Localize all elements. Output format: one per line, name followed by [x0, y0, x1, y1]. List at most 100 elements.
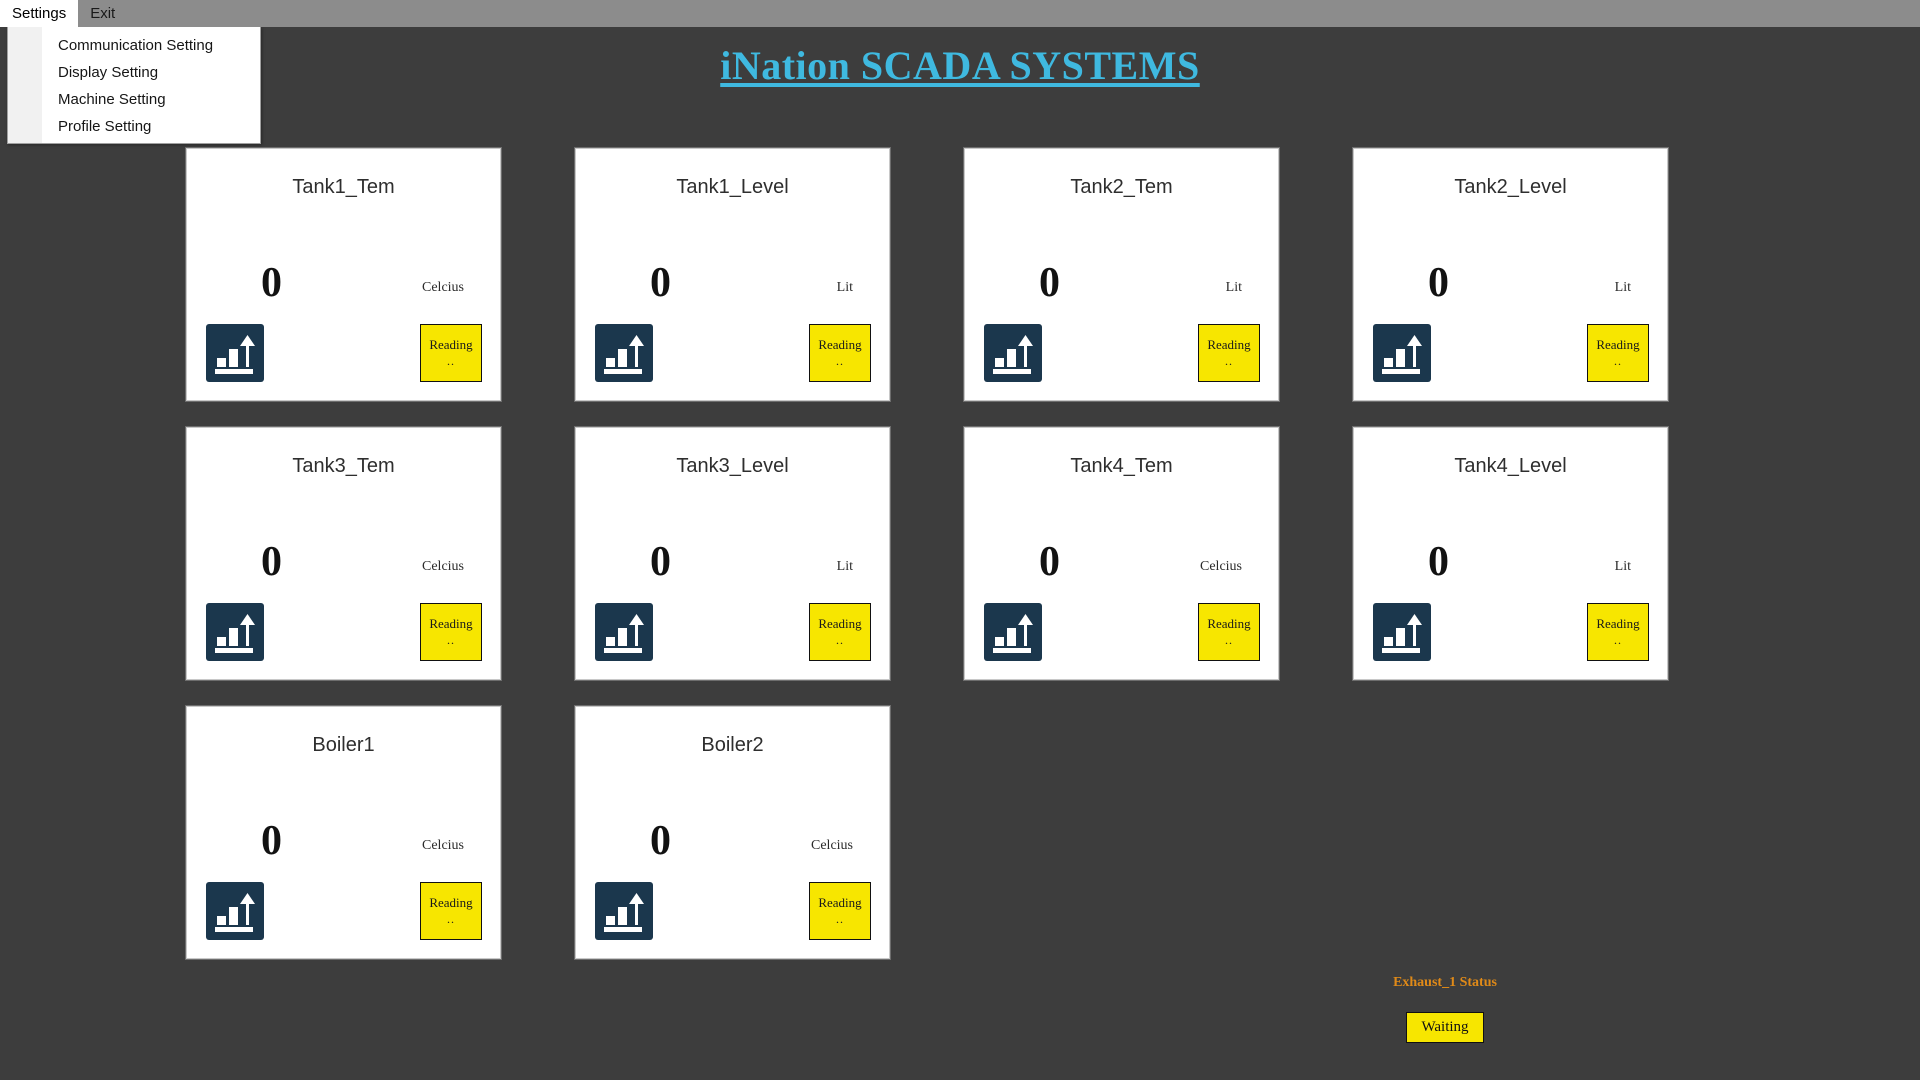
reading-button-dots: ..	[1225, 354, 1233, 369]
reading-button-label: Reading	[1596, 336, 1640, 352]
reading-button-dots: ..	[836, 354, 844, 369]
exhaust-status-label: Exhaust_1 Status	[1393, 975, 1497, 990]
sensor-card-title: Tank2_Level	[1454, 176, 1567, 198]
menubar-item-exit[interactable]: Exit	[78, 0, 127, 27]
sensor-card-value: 0	[1039, 539, 1060, 585]
sensor-card-unit: Lit	[1225, 280, 1242, 295]
reading-button-label: Reading	[1207, 615, 1251, 631]
reading-button[interactable]: Reading..	[1587, 603, 1649, 661]
bar-chart-up-icon[interactable]	[206, 882, 264, 940]
reading-button-dots: ..	[1225, 633, 1233, 648]
reading-button-label: Reading	[1207, 336, 1251, 352]
menu-item-profile-setting-label: Profile Setting	[58, 118, 152, 135]
sensor-card-unit: Celcius	[422, 280, 464, 295]
sensor-card-unit: Lit	[836, 559, 853, 574]
sensor-card-title: Tank1_Tem	[292, 176, 395, 198]
sensor-card-value: 0	[261, 818, 282, 864]
sensor-card-value: 0	[650, 260, 671, 306]
sensor-card-unit: Celcius	[1200, 559, 1242, 574]
menu-item-profile-setting[interactable]: Profile Setting	[8, 113, 260, 140]
reading-button-label: Reading	[429, 615, 473, 631]
reading-button-label: Reading	[429, 894, 473, 910]
reading-button[interactable]: Reading..	[809, 882, 871, 940]
reading-button-label: Reading	[818, 615, 862, 631]
exhaust-status-panel: Exhaust_1 Status Waiting	[1300, 975, 1590, 1043]
sensor-card-unit: Celcius	[422, 559, 464, 574]
bar-chart-up-icon[interactable]	[595, 603, 653, 661]
reading-button-dots: ..	[1614, 354, 1622, 369]
reading-button[interactable]: Reading..	[1587, 324, 1649, 382]
sensor-card-value: 0	[1428, 260, 1449, 306]
sensor-card-title: Tank3_Level	[676, 455, 789, 477]
reading-button-dots: ..	[447, 912, 455, 927]
sensor-card-value: 0	[261, 260, 282, 306]
bar-chart-up-icon[interactable]	[595, 324, 653, 382]
menu-item-machine-setting[interactable]: Machine Setting	[8, 86, 260, 113]
bar-chart-up-icon[interactable]	[206, 603, 264, 661]
reading-button[interactable]: Reading..	[420, 603, 482, 661]
menu-item-communication-setting[interactable]: Communication Setting	[8, 32, 260, 59]
menubar-item-settings[interactable]: Settings	[0, 0, 79, 27]
menu-item-display-setting-label: Display Setting	[58, 64, 159, 81]
sensor-card-unit: Lit	[1614, 280, 1631, 295]
sensor-card-unit: Celcius	[811, 838, 853, 853]
settings-dropdown-menu: Communication Setting Display Setting Ma…	[7, 27, 261, 144]
reading-button-dots: ..	[447, 633, 455, 648]
reading-button-dots: ..	[447, 354, 455, 369]
sensor-card-unit: Lit	[1614, 559, 1631, 574]
page-title: iNation SCADA SYSTEMS	[720, 43, 1200, 88]
bar-chart-up-icon[interactable]	[984, 324, 1042, 382]
reading-button-label: Reading	[429, 336, 473, 352]
bar-chart-up-icon[interactable]	[1373, 603, 1431, 661]
dropdown-gutter	[8, 27, 42, 143]
menubar: Settings Exit	[0, 0, 1920, 27]
menu-item-machine-setting-label: Machine Setting	[58, 91, 166, 108]
bar-chart-up-icon[interactable]	[984, 603, 1042, 661]
sensor-card-title: Tank1_Level	[676, 176, 789, 198]
sensor-card-value: 0	[650, 539, 671, 585]
menu-item-communication-setting-label: Communication Setting	[58, 37, 214, 54]
sensor-card-value: 0	[1039, 260, 1060, 306]
menubar-item-settings-label: Settings	[12, 5, 67, 22]
reading-button-dots: ..	[836, 633, 844, 648]
sensor-card-title: Boiler2	[701, 734, 764, 756]
sensor-card-title: Tank4_Level	[1454, 455, 1567, 477]
reading-button[interactable]: Reading..	[1198, 603, 1260, 661]
reading-button[interactable]: Reading..	[1198, 324, 1260, 382]
reading-button[interactable]: Reading..	[809, 324, 871, 382]
bar-chart-up-icon[interactable]	[206, 324, 264, 382]
sensor-card-value: 0	[261, 539, 282, 585]
sensor-card-title: Tank2_Tem	[1070, 176, 1173, 198]
bar-chart-up-icon[interactable]	[1373, 324, 1431, 382]
exhaust-status-badge[interactable]: Waiting	[1406, 1012, 1484, 1043]
reading-button[interactable]: Reading..	[420, 882, 482, 940]
reading-button[interactable]: Reading..	[809, 603, 871, 661]
bar-chart-up-icon[interactable]	[595, 882, 653, 940]
sensor-card-title: Tank3_Tem	[292, 455, 395, 477]
reading-button-dots: ..	[1614, 633, 1622, 648]
reading-button-dots: ..	[836, 912, 844, 927]
sensor-card-title: Boiler1	[312, 734, 375, 756]
menu-item-display-setting[interactable]: Display Setting	[8, 59, 260, 86]
reading-button-label: Reading	[818, 336, 862, 352]
menubar-item-exit-label: Exit	[90, 5, 116, 22]
sensor-card-unit: Lit	[836, 280, 853, 295]
sensor-card-title: Tank4_Tem	[1070, 455, 1173, 477]
sensor-card-value: 0	[650, 818, 671, 864]
reading-button-label: Reading	[1596, 615, 1640, 631]
reading-button-label: Reading	[818, 894, 862, 910]
sensor-card-value: 0	[1428, 539, 1449, 585]
reading-button[interactable]: Reading..	[420, 324, 482, 382]
sensor-card-unit: Celcius	[422, 838, 464, 853]
